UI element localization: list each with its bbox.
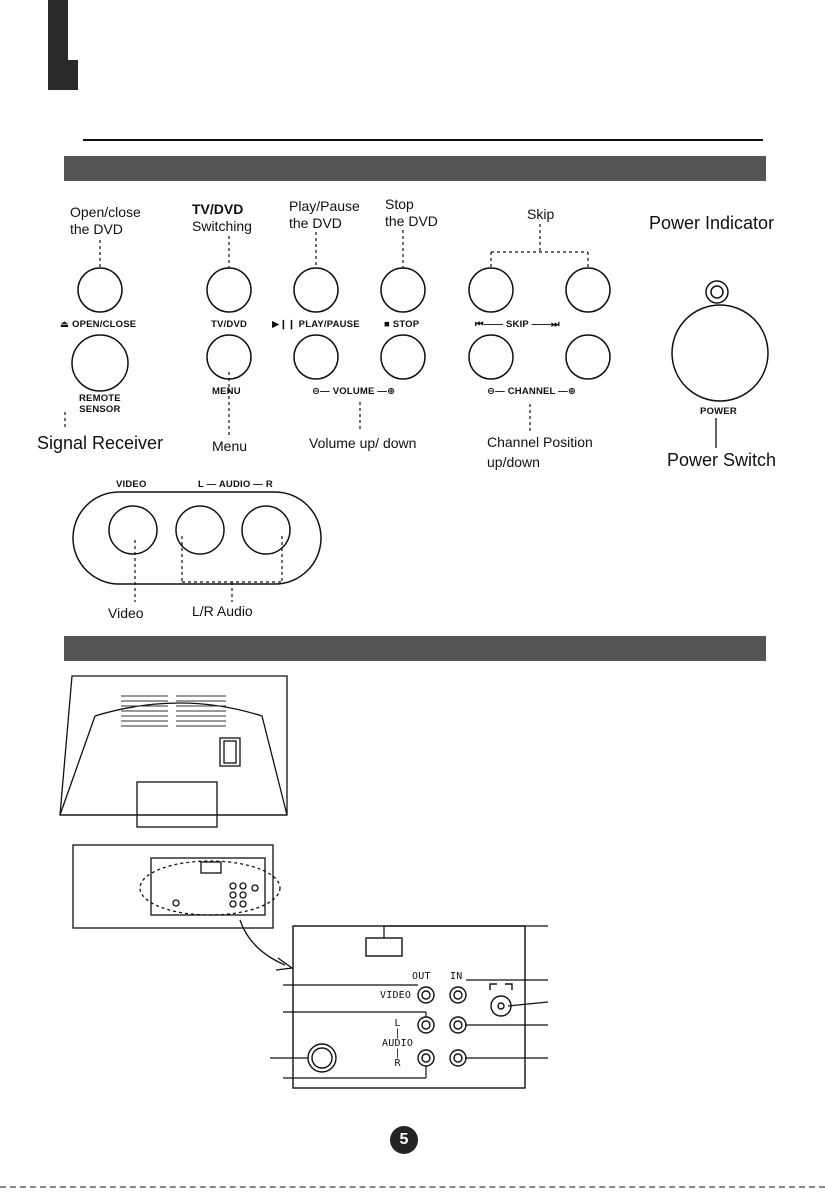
caption-power-indicator: Power Indicator [649,213,775,233]
header-rule [83,139,763,141]
channel-up-button [565,334,611,380]
caption-video: Video [108,605,144,621]
caption-menu: Menu [212,438,248,454]
header-tab [48,0,68,90]
power-button [671,304,769,402]
bottom-rule [0,1186,825,1188]
front-panel-section-bar [64,156,766,181]
label-video-jack: VIDEO [116,479,147,490]
audio-left-jack [175,505,225,555]
channel-down-button [468,334,514,380]
leader-lines [64,224,589,602]
label-audio-jacks: L — AUDIO — R [198,479,273,490]
caption-signal-receiver: Signal Receiver [37,433,164,453]
open-close-button [77,267,123,313]
label-power: POWER [700,406,737,417]
rear-callout-lines [270,925,549,1079]
tv-dvd-button [206,267,252,313]
caption-lr-audio: L/R Audio [192,603,253,619]
zoom-arrow [239,919,286,966]
tv-rear-illustration [59,675,288,929]
label-volume: ⊖— VOLUME —⊕ [312,386,396,397]
label-channel: ⊖— CHANNEL —⊕ [487,386,577,397]
av-input-panel [72,491,322,585]
label-stop: ■ STOP [384,319,420,330]
label-tv-dvd: TV/DVD [211,319,248,330]
play-pause-button [293,267,339,313]
caption-volume: Volume up/ down [309,435,417,451]
rear-panel-section-bar [64,636,766,661]
header-tab-notch [68,60,78,90]
label-rear-audio: L | AUDIO | R [382,1018,414,1069]
label-out: OUT [412,971,431,982]
power-indicator-inner [710,285,724,299]
caption-power-switch: Power Switch [667,450,777,470]
power-indicator [705,280,729,304]
page-number: 5 [390,1126,418,1154]
label-in: IN [450,971,463,982]
label-menu: MENU [212,386,241,397]
volume-down-button [293,334,339,380]
skip-forward-button [565,267,611,313]
label-play-pause: ▶❙❙ PLAY/PAUSE [272,319,360,330]
remote-sensor [71,334,129,392]
volume-up-button [380,334,426,380]
skip-back-button [468,267,514,313]
stop-button [380,267,426,313]
label-open-close: ⏏ OPEN/CLOSE [60,319,137,330]
label-skip: ⏮—— SKIP ——⏭ [475,319,560,330]
zoom-arrow-head [275,957,294,971]
label-rear-video: VIDEO [380,990,412,1001]
caption-skip: Skip [527,206,555,222]
audio-right-jack [241,505,291,555]
video-jack [108,505,158,555]
vent-grilles [121,695,226,727]
